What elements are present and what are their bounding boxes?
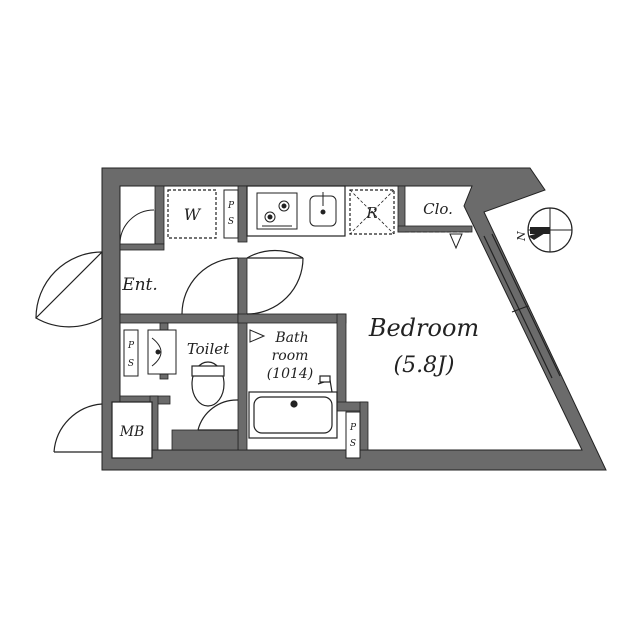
meter-box [111,401,153,459]
pipe-space-top-p: P [227,201,235,211]
pipe-space-left-p: P [127,341,135,351]
pipe-space-left [123,329,139,377]
fridge-space [349,189,395,235]
toilet-door [197,399,239,431]
washbasin-icon [147,329,177,375]
toilet-icon [191,361,225,407]
meter-box-door [53,403,103,453]
bath-label-2: room [272,348,309,364]
window [483,233,561,379]
closet-door-marker [449,233,463,250]
bedroom-label: Bedroom [368,314,479,342]
fridge-label: R [365,204,377,222]
pipe-space-right-s: S [350,439,356,449]
pipe-space-right [345,411,361,459]
storage-door [119,209,156,245]
bath-label-3: (1014) [267,366,314,382]
kitchen-counter [246,185,346,237]
pipe-space-left-s: S [128,359,134,369]
meter-box-label: MB [119,424,145,440]
compass-north-label: N [515,231,528,242]
closet-label: Clo. [423,200,453,218]
washer-space [167,189,217,239]
compass-icon [527,207,573,253]
bathtub-icon [248,375,338,439]
toilet-label: Toilet [187,340,230,358]
pipe-space-right-p: P [349,423,357,433]
washer-label: W [184,205,202,224]
bedroom-size: (5.8J) [394,353,455,378]
bath-door-marker [249,329,266,343]
pipe-space-top [223,189,239,239]
bath-label-1: Bath [274,330,308,346]
stove-icon [256,192,298,230]
entrance-door [35,250,103,328]
pipe-space-top-s: S [228,217,234,227]
entrance-label: Ent. [121,275,158,295]
corridor-door [181,249,304,315]
sink-icon [309,192,337,227]
